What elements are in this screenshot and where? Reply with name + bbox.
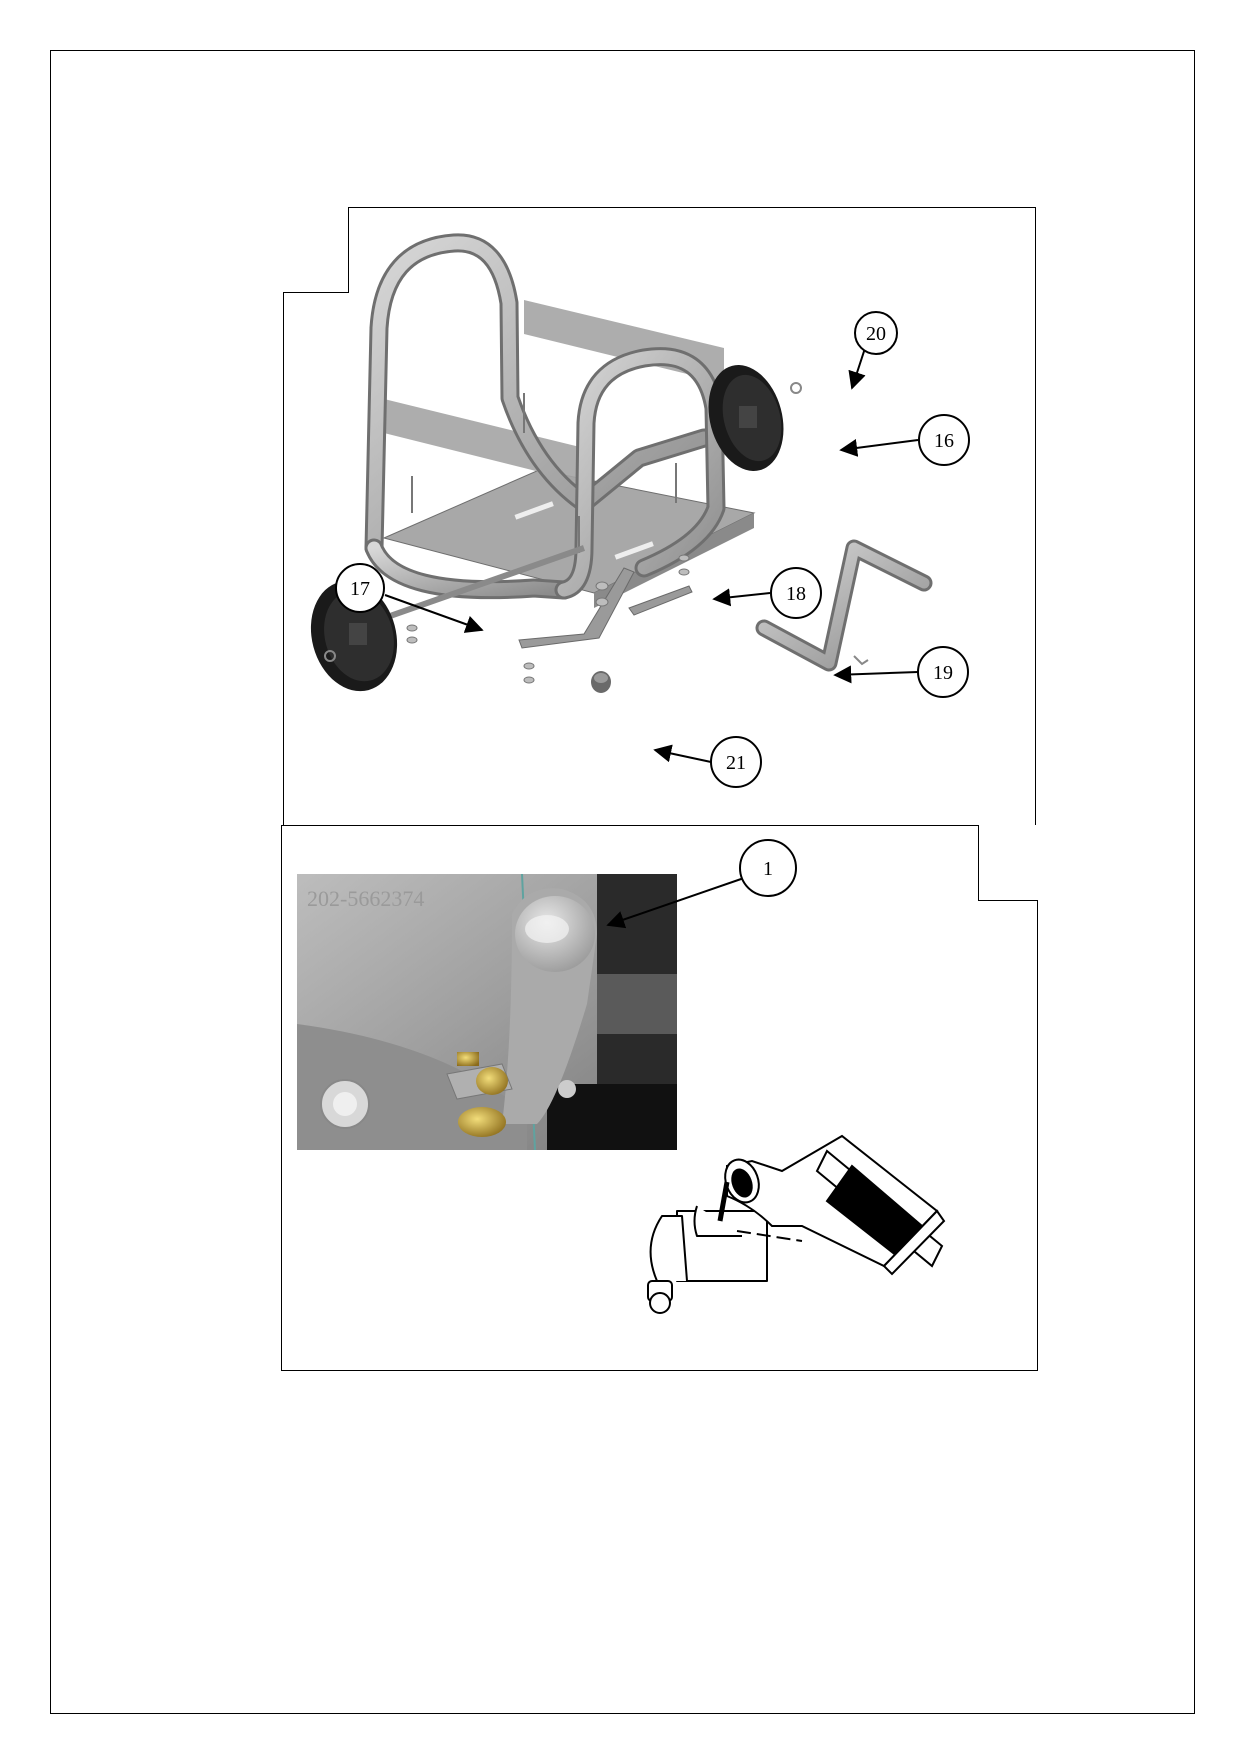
engine-block-sketch — [647, 1205, 768, 1314]
callout-20: 20 — [854, 311, 898, 355]
callout-16: 16 — [918, 414, 970, 466]
svg-text:21: 21 — [726, 752, 746, 774]
wheel-kit-exploded-diagram: 20 16 17 18 19 21 — [310, 233, 970, 788]
svg-text:18: 18 — [786, 583, 806, 605]
oil-pouring-illustration: 1 — [606, 839, 946, 1314]
drain-bolt — [320, 1079, 370, 1129]
wheel-kit-panel: 20 16 17 18 19 21 — [283, 207, 1036, 827]
callout-17: 17 — [335, 563, 385, 613]
stand-leg — [518, 567, 693, 649]
callout-21: 21 — [710, 736, 762, 788]
oil-fill-panel: 202-5662374 — [281, 825, 1038, 1371]
casting-stamp: 202-5662374 — [307, 886, 424, 911]
oil-stream — [717, 1181, 730, 1222]
svg-text:1: 1 — [763, 858, 773, 880]
oil-container-sketch — [724, 1134, 946, 1276]
handle-pin — [853, 655, 869, 666]
svg-text:20: 20 — [866, 323, 886, 345]
axle — [355, 545, 585, 631]
nuts-and-washers — [406, 554, 690, 684]
wing-nut — [446, 1052, 576, 1137]
callout-19: 19 — [917, 646, 969, 698]
wheel-right — [708, 365, 784, 471]
rubber-foot — [591, 671, 611, 693]
callout-leader-1 — [606, 877, 745, 929]
callout-1: 1 — [739, 839, 797, 897]
svg-text:19: 19 — [933, 662, 953, 684]
svg-text:16: 16 — [934, 430, 954, 452]
callout-18: 18 — [770, 567, 822, 619]
tubular-frame — [364, 233, 726, 600]
page-frame — [50, 50, 1195, 1714]
svg-text:17: 17 — [350, 578, 370, 600]
washer-left — [324, 650, 336, 662]
handle-bar — [755, 539, 933, 672]
figure-tab — [978, 825, 1038, 901]
wheel-left — [310, 580, 398, 692]
oil-filler-cap-photo: 202-5662374 — [297, 874, 677, 1150]
figure-tab — [283, 207, 349, 293]
retaining-ring — [790, 382, 802, 394]
